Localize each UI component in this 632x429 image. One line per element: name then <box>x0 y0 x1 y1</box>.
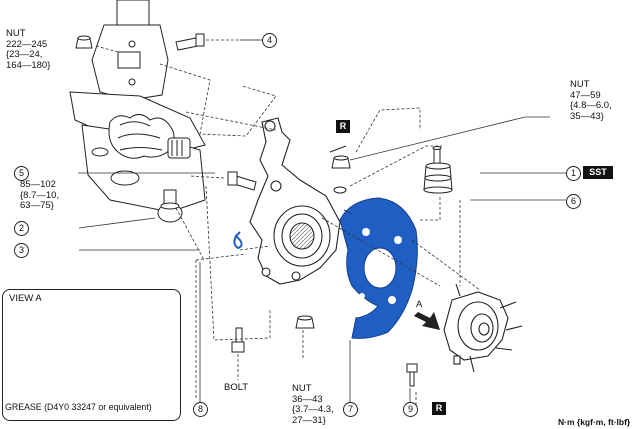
view-a-title: VIEW A <box>9 293 42 304</box>
nut-top-left-label: NUT 222—245 {23—24, 164—180} <box>6 28 51 71</box>
callout-6: 6 <box>566 194 581 209</box>
bolt-9-shape <box>406 363 418 387</box>
callout-2: 2 <box>14 221 29 236</box>
units-label: N·m {kgf·m, ft·lbf} <box>558 417 631 427</box>
nut-top-right-shape <box>329 145 351 194</box>
bolt-label: BOLT <box>224 382 249 393</box>
wheel-hub <box>443 283 523 373</box>
bolt-bottom-shape <box>231 327 245 353</box>
view-a-panel: VIEW A GREASE (D4Y0 33247 or equivalent) <box>2 289 181 421</box>
arrow-a-label: A <box>416 299 423 310</box>
callout-7: 7 <box>343 402 358 417</box>
bolt-5-torque-label: 85—102 {8.7—10, 63—75} <box>20 179 60 211</box>
guide-lines <box>95 39 481 414</box>
sst-tool <box>423 146 453 194</box>
nut-bottom-label: NUT 36—43 {3.7—4.3, 27—31} <box>292 383 334 426</box>
replace-tag-bottom: R <box>432 402 446 415</box>
callout-8: 8 <box>193 402 208 417</box>
clip-3 <box>233 231 243 250</box>
nut-top-left-shape <box>75 35 93 49</box>
callout-leaders <box>78 39 566 408</box>
callout-3: 3 <box>14 243 29 258</box>
ball-joint <box>157 189 183 223</box>
steering-knuckle <box>249 117 341 285</box>
callout-4: 4 <box>262 33 277 48</box>
callout-5: 5 <box>14 166 29 181</box>
nut-bottom-shape <box>295 315 315 329</box>
callout-1: 1 <box>566 166 581 181</box>
bolt-5-shape <box>227 171 257 191</box>
callout-9: 9 <box>403 402 418 417</box>
bolt-4-shape <box>175 33 205 51</box>
replace-tag-top: R <box>336 120 350 133</box>
dust-shield <box>339 197 418 339</box>
grease-label: GREASE (D4Y0 33247 or equivalent) <box>5 402 152 412</box>
sst-tag: SST <box>583 166 613 179</box>
drive-shaft-boot <box>108 114 191 159</box>
view-a-arrow <box>414 312 440 330</box>
nut-top-right-label: NUT 47—59 {4.8—6.0, 35—43} <box>570 79 612 122</box>
